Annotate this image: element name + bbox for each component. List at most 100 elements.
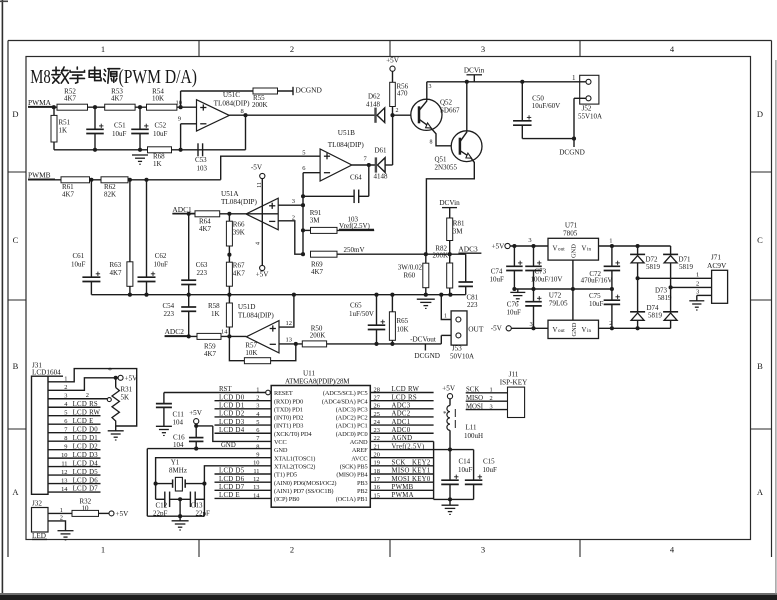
svg-text:RST: RST xyxy=(219,386,232,393)
svg-text:TL084(DIP): TL084(DIP) xyxy=(328,141,365,149)
svg-text:LCD D2: LCD D2 xyxy=(219,411,245,418)
svg-text:25: 25 xyxy=(374,411,380,418)
svg-text:4K7: 4K7 xyxy=(311,268,324,276)
svg-text:MISO: MISO xyxy=(392,468,410,475)
svg-text:3: 3 xyxy=(256,403,259,410)
svg-text:-5V: -5V xyxy=(491,325,503,333)
svg-text:10: 10 xyxy=(82,504,90,512)
svg-text:R82: R82 xyxy=(435,245,447,253)
svg-text:1: 1 xyxy=(490,387,493,394)
svg-text:1K: 1K xyxy=(211,310,220,318)
svg-text:R53: R53 xyxy=(111,88,123,96)
svg-text:+5V: +5V xyxy=(442,385,456,393)
svg-text:B: B xyxy=(757,361,763,371)
svg-text:223: 223 xyxy=(197,269,208,277)
svg-text:39K: 39K xyxy=(233,229,245,237)
svg-text:-5V: -5V xyxy=(251,163,263,171)
svg-text:LCD D5: LCD D5 xyxy=(73,469,99,476)
svg-text:8: 8 xyxy=(430,140,433,146)
svg-text:Q51: Q51 xyxy=(435,156,448,164)
svg-text:3M: 3M xyxy=(453,228,464,236)
svg-text:10uF: 10uF xyxy=(589,300,604,308)
svg-text:-DCVout: -DCVout xyxy=(410,336,436,344)
svg-text:10: 10 xyxy=(61,452,67,459)
svg-text:R81: R81 xyxy=(453,220,465,228)
svg-text:D73: D73 xyxy=(655,287,668,295)
svg-text:R51: R51 xyxy=(59,119,71,127)
svg-text:1: 1 xyxy=(609,238,612,245)
svg-text:3: 3 xyxy=(292,198,295,205)
svg-text:D74: D74 xyxy=(647,304,660,312)
svg-text:DCVin: DCVin xyxy=(439,199,460,207)
svg-text:5819: 5819 xyxy=(648,312,663,320)
svg-text:(PWM D/A): (PWM D/A) xyxy=(119,66,198,88)
svg-text:R54: R54 xyxy=(152,88,164,96)
svg-text:R60: R60 xyxy=(404,271,416,279)
svg-text:PWMB: PWMB xyxy=(392,484,414,491)
svg-text:10: 10 xyxy=(253,460,259,467)
svg-text:4K7: 4K7 xyxy=(110,269,123,277)
svg-text:2: 2 xyxy=(490,395,493,402)
svg-text:LCD D5: LCD D5 xyxy=(219,468,245,475)
svg-text:R59: R59 xyxy=(204,343,216,351)
svg-text:100uH: 100uH xyxy=(464,432,483,440)
svg-text:LCD E: LCD E xyxy=(219,492,240,499)
svg-text:U71: U71 xyxy=(565,222,578,230)
svg-text:79L05: 79L05 xyxy=(549,300,568,308)
svg-text:PB2: PB2 xyxy=(357,488,367,495)
svg-text:11: 11 xyxy=(257,182,263,188)
svg-text:R66: R66 xyxy=(233,221,245,229)
svg-text:21: 21 xyxy=(374,443,380,450)
svg-text:1: 1 xyxy=(101,545,105,555)
svg-text:C16: C16 xyxy=(173,434,185,442)
svg-text:3: 3 xyxy=(481,545,485,555)
svg-text:C12: C12 xyxy=(156,501,168,509)
svg-text:100uF/10V: 100uF/10V xyxy=(531,276,563,284)
svg-text:LCD1604: LCD1604 xyxy=(32,369,61,377)
svg-text:2: 2 xyxy=(292,215,295,222)
svg-text:MOSI: MOSI xyxy=(466,403,484,410)
svg-text:13: 13 xyxy=(61,477,67,484)
svg-text:DCGND: DCGND xyxy=(296,86,323,95)
svg-text:5819: 5819 xyxy=(646,263,661,271)
svg-text:20: 20 xyxy=(374,452,380,459)
svg-text:(T1) PD5: (T1) PD5 xyxy=(274,472,297,479)
svg-text:VCC: VCC xyxy=(274,439,287,446)
svg-text:(OC1A) PB1: (OC1A) PB1 xyxy=(336,496,368,503)
svg-text:DCGND: DCGND xyxy=(559,149,585,157)
svg-text:R68: R68 xyxy=(153,153,165,161)
svg-text:9: 9 xyxy=(178,116,181,123)
svg-text:(AIN1) PD7 (SS/OC1B): (AIN1) PD7 (SS/OC1B) xyxy=(274,488,333,495)
svg-text:22pF: 22pF xyxy=(153,510,168,518)
svg-text:ATMEGA8(PDIP)/28M: ATMEGA8(PDIP)/28M xyxy=(285,377,350,385)
svg-text:C73: C73 xyxy=(535,268,547,276)
svg-text:LCD RS: LCD RS xyxy=(73,401,98,408)
svg-text:5819: 5819 xyxy=(658,294,673,302)
svg-text:R55: R55 xyxy=(253,94,265,102)
svg-text:XTAL1(TOSC1): XTAL1(TOSC1) xyxy=(274,455,315,462)
svg-text:2: 2 xyxy=(86,392,89,399)
svg-text:ADC0: ADC0 xyxy=(392,427,411,434)
svg-text:PWMB: PWMB xyxy=(28,171,51,180)
svg-text:10: 10 xyxy=(176,100,183,107)
svg-text:8: 8 xyxy=(256,443,259,450)
svg-text:3M: 3M xyxy=(310,217,321,225)
svg-text:6: 6 xyxy=(64,418,67,425)
svg-text:1K: 1K xyxy=(153,160,162,168)
svg-text:22: 22 xyxy=(374,435,380,442)
svg-text:104: 104 xyxy=(173,441,184,449)
svg-text:KEY0: KEY0 xyxy=(412,476,431,483)
svg-text:10uF/60V: 10uF/60V xyxy=(532,102,560,110)
svg-text:D72: D72 xyxy=(646,256,659,264)
svg-text:LCD D3: LCD D3 xyxy=(73,452,99,459)
svg-text:C61: C61 xyxy=(73,252,85,260)
svg-text:C81: C81 xyxy=(467,294,479,302)
svg-text:223: 223 xyxy=(164,310,175,318)
svg-text:(ADC0) PC0: (ADC0) PC0 xyxy=(336,431,368,438)
svg-text:C54: C54 xyxy=(163,302,175,310)
svg-text:ADC2: ADC2 xyxy=(165,327,185,336)
svg-text:1uF/50V: 1uF/50V xyxy=(349,310,374,318)
svg-text:J53: J53 xyxy=(452,345,462,353)
svg-text:PWMA: PWMA xyxy=(28,98,52,107)
svg-text:2: 2 xyxy=(64,384,67,391)
